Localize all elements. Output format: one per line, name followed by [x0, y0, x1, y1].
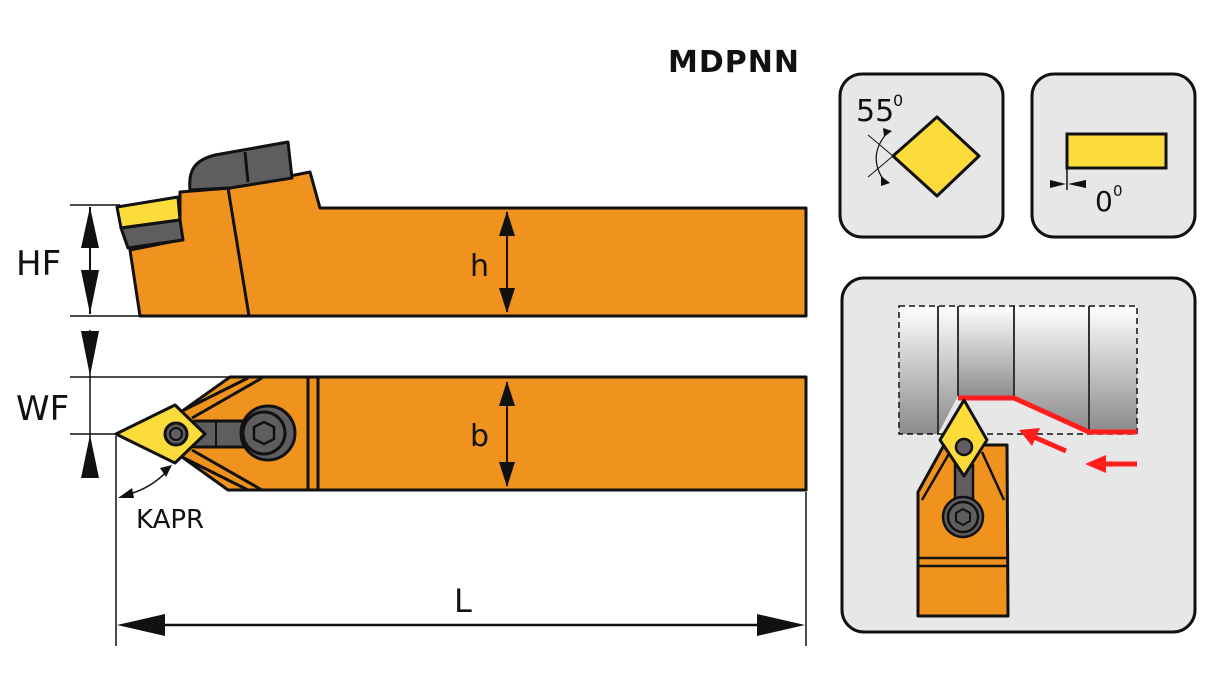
wf-dimension: WF [16, 330, 230, 478]
clearance-angle-panel: 0 0 [1030, 72, 1197, 239]
clearance-angle-value: 0 [1095, 185, 1113, 218]
insert-angle-value: 55 [856, 94, 894, 129]
l-label: L [454, 582, 472, 620]
model-title: MDPNN [668, 45, 800, 80]
wf-label: WF [16, 389, 69, 429]
b-label: b [470, 419, 489, 454]
workpiece [898, 305, 1138, 435]
kapr-dimension: KAPR [118, 465, 204, 535]
side-view-shank [128, 170, 808, 318]
clearance-insert-icon [1065, 132, 1168, 170]
insert-angle-unit: 0 [893, 91, 903, 110]
side-view [115, 140, 808, 318]
feed-arrow-horizontal [1085, 455, 1137, 473]
top-view [114, 375, 808, 492]
hf-label: HF [16, 244, 61, 284]
b-dimension: b [470, 381, 515, 487]
insert-shape-icon [891, 115, 981, 198]
l-dimension: L [115, 436, 807, 646]
h-dimension: h [470, 211, 515, 313]
side-view-clamp [188, 140, 294, 192]
side-view-shim [119, 218, 185, 250]
hf-dimension: HF [16, 204, 140, 317]
feed-arrow-diagonal [1019, 428, 1068, 454]
top-view-insert [114, 403, 207, 465]
kapr-label: KAPR [136, 505, 204, 535]
application-panel [840, 276, 1197, 634]
cutting-path [958, 395, 1137, 435]
insert-shape-panel: 55 0 [838, 72, 1005, 239]
clearance-angle-unit: 0 [1113, 182, 1123, 200]
application-tool-holder [916, 398, 1010, 618]
h-label: h [470, 249, 489, 284]
